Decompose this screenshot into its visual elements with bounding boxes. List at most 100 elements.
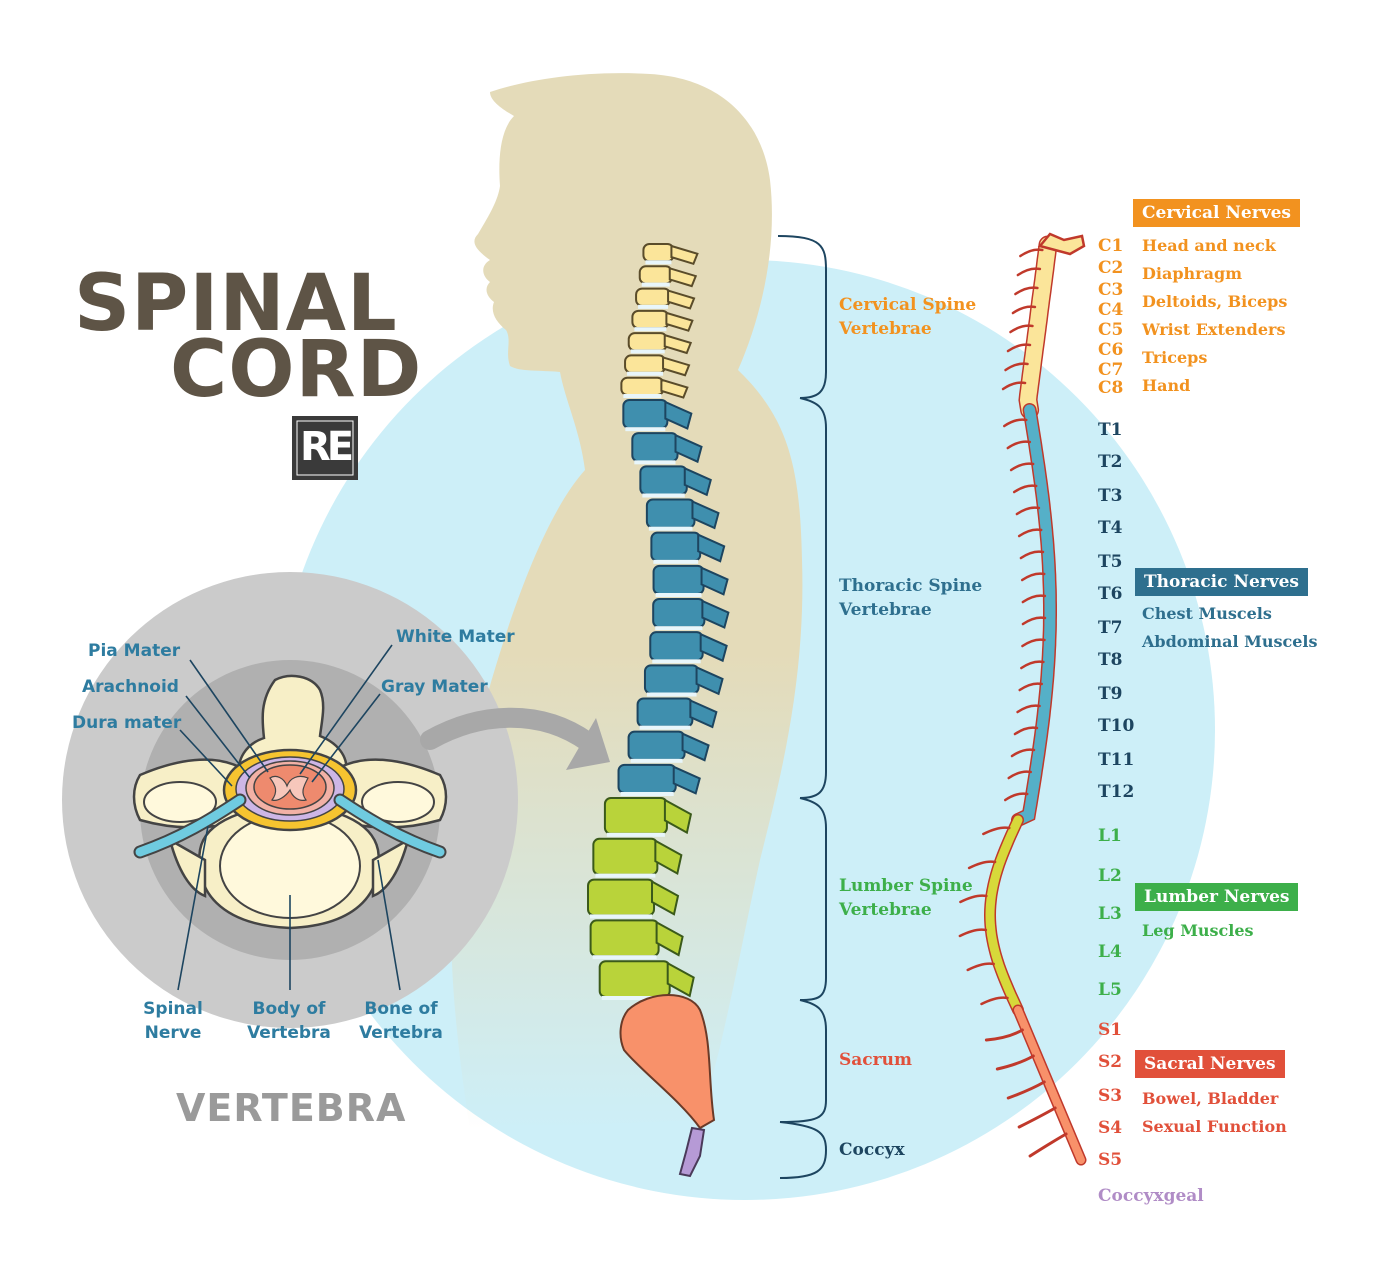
label-arachnoid: Arachnoid	[82, 677, 179, 697]
segment-lumbar-3: L4	[1098, 942, 1122, 962]
vertebra-cervical-2	[635, 287, 672, 307]
nerve-branch-11	[1012, 484, 1038, 494]
disc-thoracic-3	[648, 526, 693, 531]
label-gray-mater: Gray Mater	[381, 677, 488, 697]
disc-thoracic-4	[653, 559, 699, 564]
disc-thoracic-11	[620, 792, 674, 796]
segment-thoracic-0: T1	[1098, 420, 1123, 440]
vertebra-process-cervical-2	[667, 289, 696, 310]
nerve-branch-6	[1004, 362, 1029, 372]
nerve-branch-28	[959, 894, 988, 904]
label-spinal-nerve-l2: Nerve	[144, 1023, 202, 1043]
segment-thoracic-1: T2	[1098, 452, 1123, 472]
vertebra-thoracic-10	[627, 730, 686, 761]
disc-lumbar-2	[590, 914, 653, 919]
label-bone-of-vertebra-l1: Bone of	[364, 999, 438, 1019]
label-bone-of-vertebra: Bone of Vertebra	[346, 997, 456, 1045]
region-cervical-l1: Cervical Spine	[839, 295, 977, 315]
nerve-branch-26	[982, 826, 1011, 836]
nerve-branch-22	[1013, 726, 1039, 736]
vertebra-process-lumbar-2	[651, 879, 680, 916]
cord-top	[1037, 232, 1086, 256]
cord-thoracic	[1012, 404, 1056, 826]
region-thoracic: Thoracic Spine Vertebrae	[839, 574, 982, 622]
vertebra-process-thoracic-4	[697, 533, 726, 563]
segment-lumbar-4: L5	[1098, 980, 1122, 1000]
nerve-branch-7	[1001, 381, 1027, 391]
vertebra-thoracic-1	[631, 432, 679, 463]
vertebra-process-cervical-3	[665, 311, 694, 332]
segment-thoracic-6: T7	[1098, 618, 1123, 638]
segment-thoracic-8: T9	[1098, 684, 1123, 704]
fn-sacral-1: Sexual Function	[1142, 1117, 1287, 1136]
fn-cervical-1: Diaphragm	[1142, 264, 1243, 283]
nerve-branch-4	[1009, 324, 1034, 334]
nerve-branch-16	[1021, 594, 1047, 604]
vertebra-process-thoracic-9	[689, 698, 718, 729]
label-pia-mater: Pia Mater	[88, 641, 181, 661]
segment-thoracic-10: T11	[1098, 750, 1135, 770]
vertebra-process-thoracic-10	[681, 732, 710, 762]
label-dura-mater: Dura mater	[72, 713, 182, 733]
fn-cervical-2: Deltoids, Biceps	[1142, 292, 1288, 311]
disc-cervical-6	[623, 394, 662, 398]
vertebra-thoracic-3	[645, 498, 696, 529]
sacral-nerve-branch-4	[1028, 1132, 1068, 1158]
fn-cervical-5: Hand	[1142, 376, 1191, 395]
vertebra-process-lumbar-1	[654, 839, 683, 875]
nerve-branch-8	[1003, 418, 1028, 428]
vertebra-process-thoracic-8	[695, 665, 724, 696]
nerve-branch-2	[1014, 286, 1039, 296]
fn-thoracic-0: Chest Muscels	[1142, 604, 1272, 623]
body-silhouette	[451, 73, 803, 1130]
vertebra-process-thoracic-0	[664, 400, 693, 430]
segment-thoracic-2: T3	[1098, 486, 1123, 506]
nerve-branch-18	[1021, 638, 1046, 648]
header-sacral-nerves: Sacral Nerves	[1135, 1050, 1285, 1078]
disc-lumbar-3	[592, 955, 657, 960]
region-lumbar: Lumber Spine Vertebrae	[839, 874, 973, 922]
label-bone-of-vertebra-l2: Vertebra	[359, 1023, 443, 1043]
region-coccyx: Coccyx	[839, 1140, 905, 1160]
disc-thoracic-0	[625, 427, 666, 432]
segment-sacral-4: S5	[1098, 1150, 1123, 1170]
segment-thoracic-5: T6	[1098, 584, 1123, 604]
disc-cervical-1	[641, 282, 670, 287]
vertebra-process-lumbar-3	[655, 920, 684, 957]
segment-thoracic-7: T8	[1098, 650, 1123, 670]
disc-cervical-0	[645, 260, 672, 265]
sacrum-bone	[619, 994, 716, 1130]
region-thoracic-l2: Vertebrae	[839, 600, 932, 620]
vertebra-process-cervical-4	[663, 333, 693, 355]
vertebra-cervical-6	[620, 376, 665, 397]
vertebra-thoracic-4	[650, 531, 702, 562]
vertebra-thoracic-7	[649, 631, 704, 662]
segment-cervical-1: C2	[1098, 258, 1124, 278]
vertebra-cervical-1	[638, 265, 673, 285]
segment-cervical-5: C6	[1098, 340, 1124, 360]
disc-cervical-2	[638, 304, 669, 309]
title-line-1: SPINAL	[74, 259, 398, 349]
region-cervical-l2: Vertebrae	[839, 319, 932, 339]
vertebra-process-lumbar-4	[666, 961, 695, 998]
re-logo	[292, 416, 358, 480]
header-cervical-nerves: Cervical Nerves	[1133, 199, 1300, 227]
vertebra-process-thoracic-7	[699, 632, 728, 663]
vertebra-thoracic-5	[652, 564, 705, 595]
nerve-branch-10	[1009, 462, 1035, 472]
fn-lumbar-0: Leg Muscles	[1142, 921, 1254, 940]
label-spinal-nerve: Spinal Nerve	[118, 997, 228, 1045]
disc-thoracic-8	[646, 692, 697, 697]
segment-sacral-1: S2	[1098, 1052, 1123, 1072]
segment-lumbar-2: L3	[1098, 904, 1122, 924]
segment-sacral-2: S3	[1098, 1086, 1123, 1106]
nerve-branch-25	[1004, 792, 1029, 802]
disc-thoracic-7	[652, 659, 701, 664]
fn-thoracic-1: Abdominal Muscels	[1142, 632, 1318, 651]
vertebra-thoracic-0	[622, 399, 669, 430]
vertebra-thoracic-8	[643, 664, 700, 695]
segment-cervical-6: C7	[1098, 360, 1124, 380]
segment-cervical-7: C8	[1098, 378, 1124, 398]
